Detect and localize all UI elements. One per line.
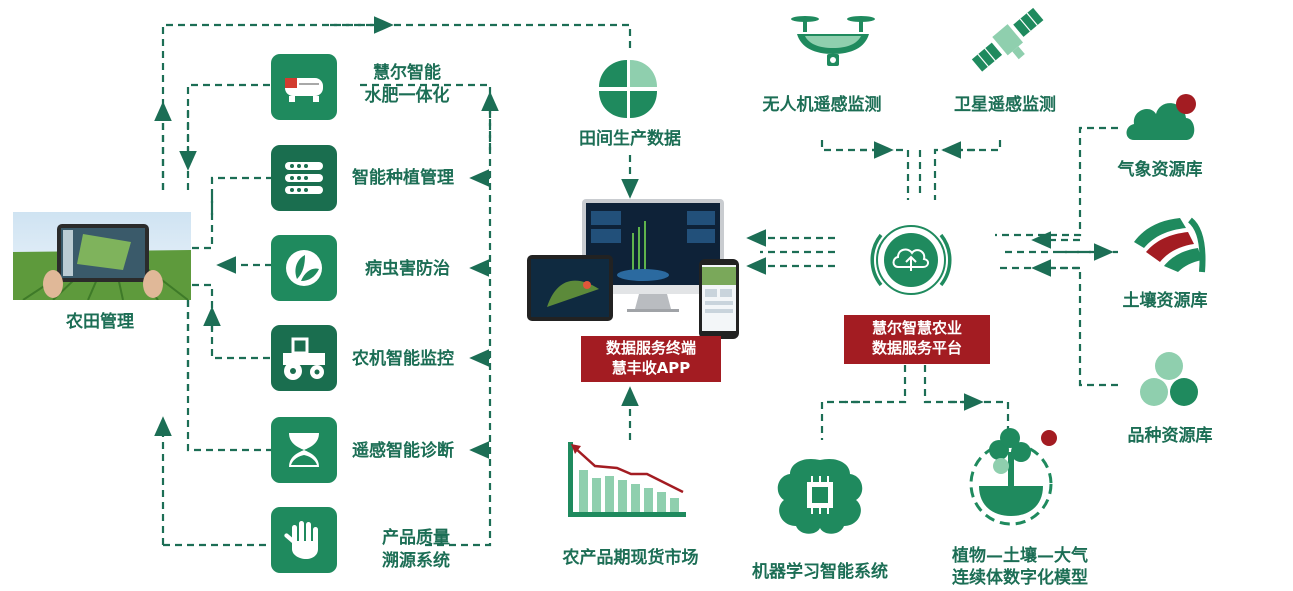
module-label-line: 溯源系统 — [382, 551, 450, 571]
remote-sensing-tile — [271, 417, 337, 483]
continuum-model-line: 植物—土壤—大气 — [952, 546, 1088, 566]
field-data-label: 田间生产数据 — [579, 129, 681, 149]
terminal-label-line: 慧丰收APP — [611, 359, 691, 377]
module-label-line: 产品质量 — [382, 528, 450, 548]
soil-resource-label: 土壤资源库 — [1122, 291, 1208, 311]
devices-illustration — [527, 197, 739, 339]
platform-label-line: 慧尔智慧农业 — [871, 319, 962, 337]
platform-label-line: 数据服务平台 — [871, 339, 962, 357]
module-label-line: 慧尔智能 — [373, 63, 441, 83]
list-icon — [285, 162, 323, 194]
ml-system-label: 机器学习智能系统 — [752, 562, 888, 582]
continuum-model-label: 植物—土壤—大气 连续体数字化模型 — [935, 545, 1105, 589]
futures-label: 农产品期现货市场 — [562, 548, 699, 568]
farm-label: 农田管理 — [66, 312, 134, 332]
water-fertilizer-tile — [271, 54, 337, 120]
machinery-tile — [271, 325, 337, 391]
farm-tablet-photo — [13, 212, 191, 301]
water-fertilizer-machine-icon — [285, 78, 323, 102]
soil-road-icon — [1130, 214, 1206, 274]
tractor-icon — [283, 337, 325, 380]
satellite-icon — [967, 2, 1047, 76]
weather-cloud-icon — [1124, 92, 1200, 144]
pest-control-tile — [271, 235, 337, 301]
terminal-label-box: 数据服务终端 慧丰收APP — [581, 336, 721, 382]
module-label-pest: 病虫害防治 — [365, 259, 450, 279]
hand-icon — [284, 521, 318, 559]
plant-cycle-icon — [965, 422, 1065, 532]
planting-tile — [271, 145, 337, 211]
drone-icon — [787, 14, 879, 70]
satellite-label: 卫星遥感监测 — [954, 95, 1056, 115]
module-label-remote-sensing: 遥感智能诊断 — [352, 441, 454, 461]
field-data-icon — [597, 58, 659, 120]
module-label-line: 水肥一体化 — [364, 86, 450, 106]
module-label-water-fertilizer: 慧尔智能 水肥一体化 — [352, 62, 462, 108]
cloud-upload-icon — [866, 215, 956, 305]
market-chart-icon — [565, 440, 690, 518]
drone-label: 无人机遥感监测 — [762, 95, 882, 115]
platform-label-box: 慧尔智慧农业 数据服务平台 — [844, 315, 990, 364]
hourglass-icon — [289, 433, 319, 467]
module-label-traceability: 产品质量 溯源系统 — [370, 527, 462, 573]
traceability-tile — [271, 507, 337, 573]
module-label-machinery: 农机智能监控 — [352, 349, 454, 369]
module-label-planting: 智能种植管理 — [352, 168, 454, 188]
terminal-label-line: 数据服务终端 — [605, 339, 696, 357]
weather-resource-label: 气象资源库 — [1117, 160, 1203, 180]
variety-resource-label: 品种资源库 — [1127, 426, 1213, 446]
variety-circles-icon — [1136, 350, 1202, 410]
continuum-model-line: 连续体数字化模型 — [952, 568, 1088, 588]
leaf-icon — [286, 250, 322, 286]
chip-brain-icon — [772, 456, 868, 536]
